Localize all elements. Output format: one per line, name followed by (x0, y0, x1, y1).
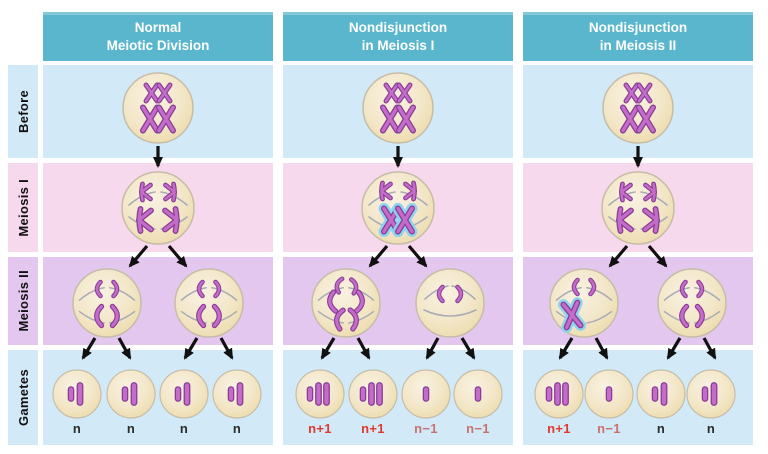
cell-before-ndj2 (603, 73, 673, 143)
ploidy-label: n (72, 421, 82, 436)
ploidy-label: n−1 (414, 421, 438, 436)
column-header-nondisjunction-meiosis1: Nondisjunction in Meiosis I (283, 12, 513, 61)
column-ndj2-art (534, 73, 736, 419)
header-line: Normal (134, 19, 182, 35)
gamete-cell (401, 369, 451, 419)
gamete-cell (636, 369, 686, 419)
ploidy-label: n (656, 421, 666, 436)
arrow (219, 337, 234, 360)
arrow (356, 337, 371, 360)
ploidy-label: n−1 (466, 421, 490, 436)
gamete-cell (52, 369, 102, 419)
gamete-cell (584, 369, 634, 419)
gamete-cell (295, 369, 345, 419)
header-line: Nondisjunction (348, 19, 448, 35)
column-header-normal: Normal Meiotic Division (43, 12, 273, 61)
ploidy-label: n−1 (597, 421, 621, 436)
cell-meiosis1-nondisjunction (361, 171, 435, 245)
ploidy-label: n+1 (361, 421, 385, 436)
header-line: in Meiosis II (599, 37, 677, 53)
row-label-meiosis2: Meiosis II (8, 257, 38, 345)
cell-meiosis2-left (73, 269, 141, 337)
cell-meiosis2-right (175, 269, 243, 337)
cell-meiosis2-n-minus (415, 268, 485, 338)
ploidy-label: n (706, 421, 716, 436)
gamete-cell (159, 369, 209, 419)
gamete-cell (686, 369, 736, 419)
arrow (608, 244, 629, 268)
gamete-cell (348, 369, 398, 419)
cell-meiosis1-normal (122, 172, 194, 244)
arrow (128, 244, 149, 268)
cell-meiosis2-nondisjunction (549, 268, 619, 338)
arrow (407, 244, 428, 268)
cell-meiosis2-n-plus (311, 268, 381, 338)
header-line: in Meiosis I (361, 37, 435, 53)
arrow (81, 337, 97, 360)
cell-meiosis2-normal (658, 269, 726, 337)
arrow (167, 244, 188, 268)
arrow (368, 244, 389, 268)
cell-meiosis1-normal2 (602, 172, 674, 244)
ploidy-label: n+1 (547, 421, 571, 436)
arrow (647, 244, 668, 268)
ploidy-label: n (179, 421, 189, 436)
header-line: Nondisjunction (588, 19, 688, 35)
cell-before-ndj1 (363, 73, 433, 143)
ploidy-label: n (232, 421, 242, 436)
gamete-cell (534, 369, 584, 419)
arrow (702, 337, 717, 360)
column-ndj1-art (295, 73, 503, 419)
arrow (320, 337, 336, 360)
arrow (666, 337, 682, 360)
arrow (425, 337, 440, 360)
gamete-cell (106, 369, 156, 419)
arrow (460, 337, 476, 360)
arrow (594, 337, 609, 360)
column-normal-art (52, 73, 262, 419)
row-label-gametes: Gametes (8, 350, 38, 445)
gamete-cell (453, 369, 503, 419)
ploidy-label: n (126, 421, 136, 436)
row-label-meiosis1: Meiosis I (8, 163, 38, 252)
gamete-cell (212, 369, 262, 419)
cell-before-normal (123, 73, 193, 143)
ploidy-label: n+1 (308, 421, 332, 436)
column-header-nondisjunction-meiosis2: Nondisjunction in Meiosis II (523, 12, 753, 61)
row-label-before: Before (8, 65, 38, 158)
arrow (117, 337, 132, 360)
header-line: Meiotic Division (106, 37, 210, 53)
arrow (183, 337, 199, 360)
arrow (558, 337, 574, 360)
